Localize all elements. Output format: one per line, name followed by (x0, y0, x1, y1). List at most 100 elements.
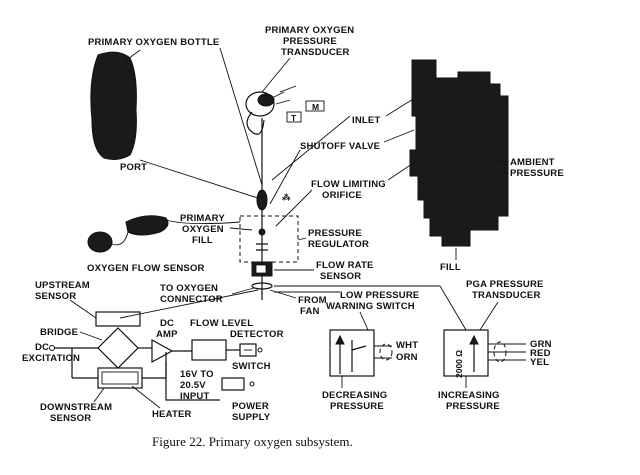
lp-connector (379, 343, 393, 361)
label-switch: SWITCH (232, 361, 271, 372)
label-pga-1: PGA PRESSURE (466, 279, 544, 290)
label-downstream-1: DOWNSTREAM (40, 402, 112, 413)
flow-rate-sensor-window (255, 264, 267, 274)
t-connector (286, 111, 302, 123)
line-sensor-feed (119, 289, 259, 319)
port-line (139, 159, 265, 201)
transducer-body (245, 91, 275, 117)
lp-arrow-head (335, 334, 345, 345)
label-pga-2: TRANSDUCER (472, 290, 541, 301)
bridge-diamond (97, 327, 139, 369)
fill-port-dot (258, 228, 266, 236)
regulator-symbol (256, 243, 268, 251)
leader-regulator (297, 237, 307, 241)
label-power-2: SUPPLY (232, 412, 271, 423)
figure-caption: Figure 22. Primary oxygen subsystem. (152, 434, 353, 449)
leader-downstream (93, 387, 105, 403)
pga-feed (439, 285, 467, 331)
leader-upstream (69, 299, 97, 319)
low-pressure-switch-box (329, 329, 375, 377)
input-line (165, 362, 220, 401)
downstream-sensor-box (97, 367, 143, 389)
plus-mark: ⁂ (282, 191, 291, 202)
primary-oxygen-bottle-shape (90, 51, 137, 160)
label-shutoff-valve: SHUTOFF VALVE (300, 141, 380, 152)
fill-valve-body (256, 189, 268, 211)
leader-primary-fill (229, 227, 253, 231)
label-transducer-3: TRANSDUCER (281, 47, 350, 58)
leader-shutoff-2 (269, 149, 301, 205)
label-yel: YEL (530, 357, 549, 368)
label-pressure-reg-2: REGULATOR (308, 239, 369, 250)
label-orn: ORN (396, 352, 418, 363)
label-flow-limiting-1: FLOW LIMITING (311, 179, 386, 190)
label-to-oxygen-2: CONNECTOR (160, 294, 223, 305)
leader-low-pressure (359, 311, 369, 331)
leader-pga (479, 301, 499, 331)
label-flow-level-2: DETECTOR (230, 329, 284, 340)
mark-t: T (291, 113, 297, 123)
label-wht: WHT (396, 340, 418, 351)
label-grn: GRN (530, 339, 552, 350)
label-inlet: INLET (352, 115, 380, 126)
label-flow-rate-2: SENSOR (320, 271, 361, 282)
flow-level-detector-box (191, 339, 227, 361)
mask-cup (87, 231, 113, 253)
label-from-fan-2: FAN (300, 306, 320, 317)
mask-hose (111, 219, 241, 246)
leader-from-fan (269, 289, 297, 299)
label-increasing-1: INCREASING (438, 390, 500, 401)
label-red: RED (530, 348, 551, 359)
dc-amp-triangle (151, 338, 174, 364)
label-from-fan-1: FROM (298, 295, 327, 306)
label-input-3: INPUT (180, 391, 210, 402)
label-bridge: BRIDGE (40, 327, 78, 338)
label-transducer-2: PRESSURE (283, 36, 337, 47)
leader-transducer (261, 57, 291, 93)
leader-inlet-2 (271, 115, 351, 181)
label-decreasing-2: PRESSURE (330, 401, 384, 412)
label-input-1: 16V TO (180, 369, 214, 380)
leader-shutoff (383, 129, 415, 143)
leader-inlet (385, 95, 419, 117)
label-flow-limiting-2: ORIFICE (322, 190, 362, 201)
label-ambient-1: AMBIENT (510, 157, 555, 168)
mask-body (125, 215, 169, 236)
label-fill: FILL (440, 262, 461, 273)
pga-transducer-box (443, 329, 489, 377)
label-primary-fill-1: PRIMARY (180, 213, 225, 224)
switch-box (239, 343, 257, 357)
heater-wire-left (71, 348, 98, 379)
label-transducer-1: PRIMARY OXYGEN (265, 25, 354, 36)
label-to-oxygen-1: TO OXYGEN (160, 283, 218, 294)
label-upstream-2: SENSOR (35, 291, 76, 302)
label-ambient-2: PRESSURE (510, 168, 564, 179)
power-supply-box (221, 377, 245, 391)
label-dc-amp-1: DC (160, 318, 174, 329)
label-primary-fill-2: OXYGEN (182, 224, 224, 235)
mark-m: M (312, 102, 319, 112)
excitation-terminal (49, 345, 55, 351)
leader-flow-limiting (387, 159, 419, 181)
label-ohms: 2000 Ω (454, 350, 464, 378)
regulator-dashed-box (239, 215, 299, 263)
label-dc-exc-1: DC (35, 342, 49, 353)
label-upstream-1: UPSTREAM (35, 280, 90, 291)
label-decreasing-1: DECREASING (322, 390, 387, 401)
upstream-sensor-box (95, 311, 141, 327)
connector-ring (251, 282, 273, 290)
label-low-pressure-1: LOW PRESSURE (340, 290, 419, 301)
label-increasing-2: PRESSURE (446, 401, 500, 412)
transducer-wires (271, 85, 297, 105)
label-primary-fill-3: FILL (192, 235, 213, 246)
power-terminal (249, 381, 255, 387)
leader-to-oxygen (231, 287, 255, 295)
label-oxygen-flow-sensor: OXYGEN FLOW SENSOR (87, 263, 205, 274)
heater-element (101, 371, 139, 385)
label-flow-rate-1: FLOW RATE (316, 260, 374, 271)
label-input-2: 20.5V (180, 380, 206, 391)
label-dc-amp-2: AMP (156, 329, 178, 340)
lp-switch-contacts (351, 340, 367, 372)
leader-flow-limiting-2 (275, 189, 313, 227)
